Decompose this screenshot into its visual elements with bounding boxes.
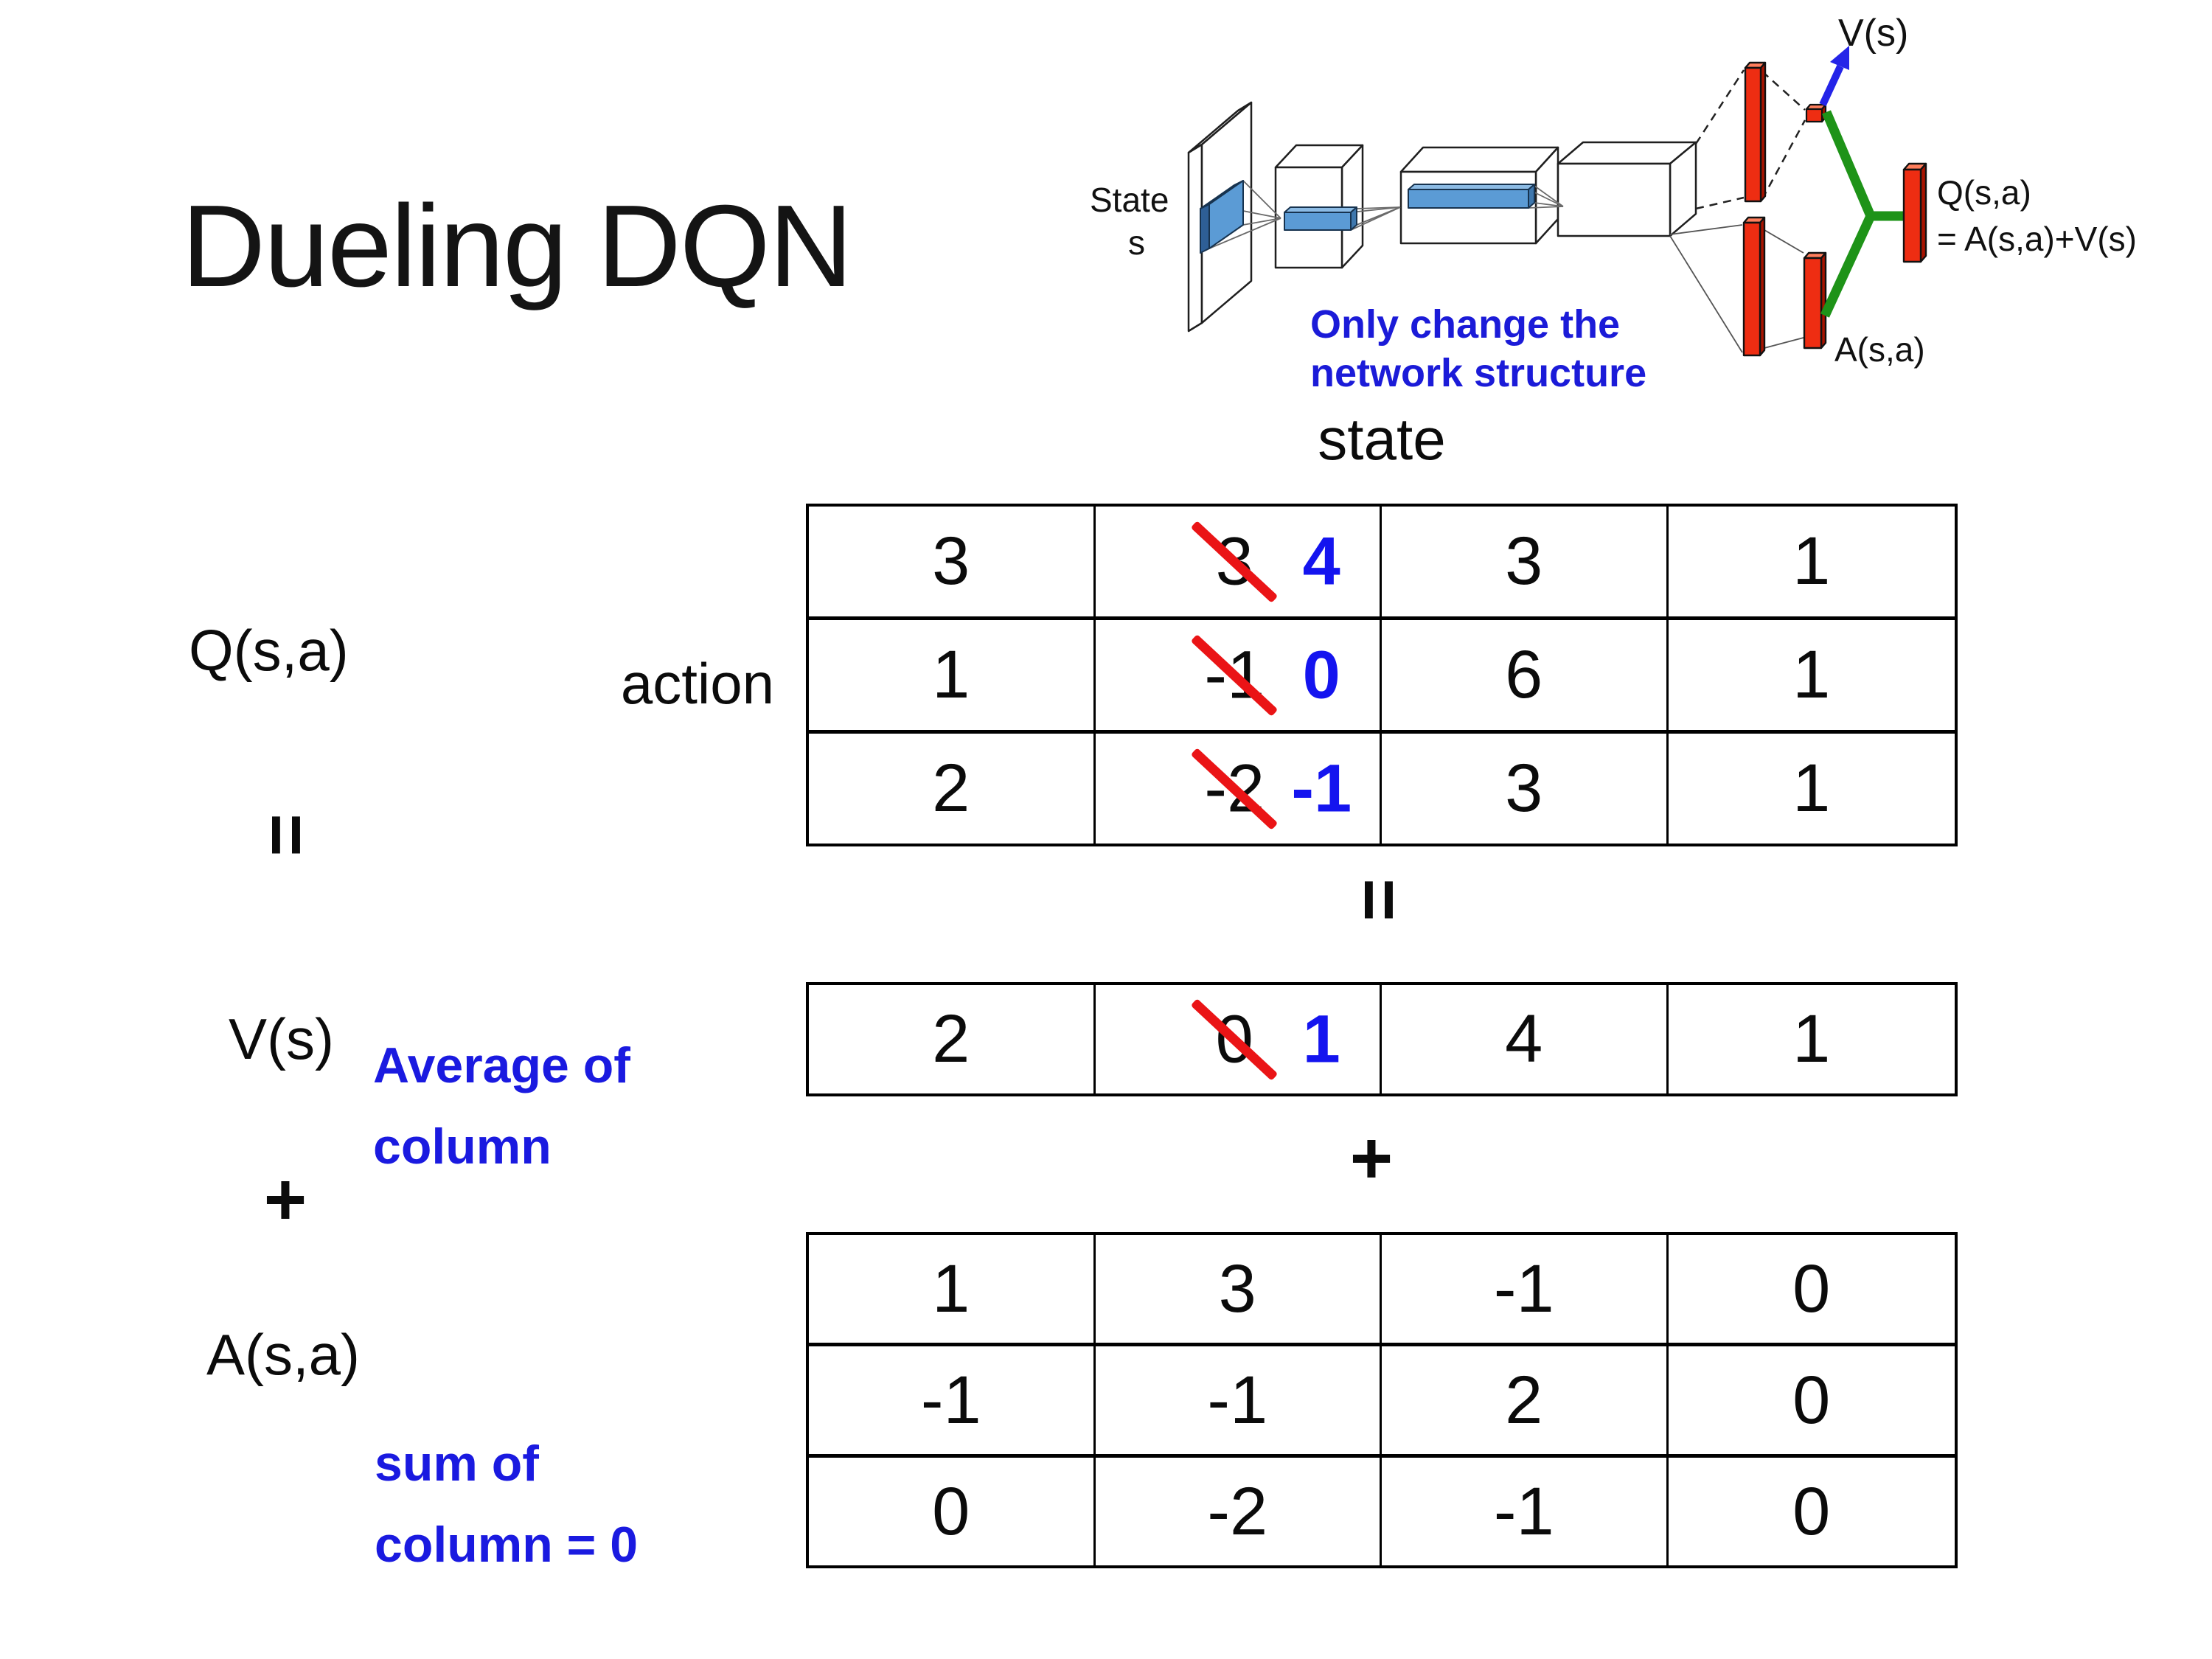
dueling-network-diagram: State s V(s) Q(s,a) = A(s,a)+V(s) A(s,a)…	[1090, 12, 2137, 395]
table-cell-revised: -1 0	[1095, 620, 1382, 734]
table-cell: 0	[1669, 1458, 1955, 1565]
feature-map-bar-1	[1284, 206, 1357, 231]
table-cell-revised: -2 -1	[1096, 734, 1382, 844]
new-value: 4	[1302, 524, 1340, 599]
q-output-label-line1: Q(s,a)	[1937, 173, 2031, 212]
new-value: 1	[1302, 1001, 1340, 1077]
aggregation-links	[1820, 110, 1904, 318]
cell-value: -2	[1207, 1473, 1268, 1549]
value-fc-bar	[1744, 61, 1767, 203]
table-cell: -1	[1382, 1235, 1669, 1346]
cell-value: -1	[1207, 1362, 1268, 1438]
cell-value: 6	[1505, 637, 1543, 712]
cell-value: 1	[1792, 524, 1831, 599]
cell-value: 0	[932, 1473, 970, 1549]
table-cell: 4	[1382, 985, 1669, 1093]
cell-value: 0	[1792, 1251, 1831, 1326]
new-value: -1	[1291, 751, 1352, 826]
cell-value: 0	[1792, 1362, 1831, 1438]
table-cell: 2	[1382, 1346, 1669, 1458]
cell-value: 1	[1792, 637, 1831, 712]
value-stream-dashed-lines	[1694, 69, 1806, 210]
value-arrow	[1819, 46, 1849, 107]
table-cell-revised: 3 4	[1095, 507, 1382, 620]
cell-value: 3	[1505, 524, 1543, 599]
table-cell: 2	[809, 985, 1096, 1093]
cell-value: 3	[1505, 751, 1543, 826]
table-cell: 1	[1668, 507, 1955, 620]
table-cell: 0	[809, 1458, 1096, 1565]
convolution-projection-lines	[1208, 180, 1564, 249]
new-value: 0	[1302, 637, 1340, 712]
advantage-output-bar	[1803, 251, 1827, 349]
slide-title: Dueling DQN	[181, 181, 853, 311]
plus-sign-center: +	[1349, 1116, 1394, 1200]
table-cell: -1	[1095, 1346, 1382, 1458]
equals-sign-center: =	[1338, 877, 1421, 922]
state-input-label-line2: s	[1128, 223, 1145, 262]
cell-value: 2	[932, 751, 970, 826]
table-cell: 3	[1382, 734, 1669, 844]
table-cell: 1	[809, 1235, 1096, 1346]
cell-value: 3	[932, 524, 970, 599]
table-cell: 1	[1668, 620, 1955, 734]
table-cell-revised: 0 1	[1096, 985, 1382, 1093]
q-output-label-line2: = A(s,a)+V(s)	[1937, 220, 2137, 258]
diagram-note-line1: Only change the	[1310, 302, 1620, 347]
cell-value: -1	[1493, 1473, 1554, 1549]
table-cell: 1	[809, 620, 1096, 734]
sum-of-column-note: sum of column = 0	[375, 1436, 639, 1573]
v-row-label: V(s)	[229, 1006, 334, 1071]
fc-projection-lines	[1669, 224, 1804, 353]
cell-value: 1	[932, 637, 970, 712]
diagram-note-line2: network structure	[1310, 351, 1646, 395]
q-matrix-label: Q(s,a)	[189, 618, 349, 683]
table-cell: 1	[1669, 985, 1955, 1093]
equals-sign-left: =	[245, 813, 328, 857]
cell-value: 4	[1505, 1001, 1543, 1077]
cell-value: 3	[1218, 1251, 1256, 1326]
a-matrix-label: A(s,a)	[206, 1322, 361, 1387]
table-cell: 3	[1095, 1235, 1382, 1346]
value-output-label: V(s)	[1838, 12, 1908, 55]
table-cell: -2	[1096, 1458, 1382, 1565]
q-output-bar	[1902, 162, 1927, 263]
value-output-node	[1805, 103, 1827, 123]
table-cell: 3	[1382, 507, 1669, 620]
conv-filter-patch	[1200, 180, 1244, 254]
cell-value: 2	[1505, 1362, 1543, 1438]
table-cell: -1	[1382, 1458, 1669, 1565]
average-of-column-note: Average of column	[373, 1037, 630, 1175]
cell-value: 1	[1792, 1001, 1831, 1077]
cell-value: -1	[1493, 1251, 1554, 1326]
a-table: 1 3 -1 0 -1 -1 2 0 0 -2 -1 0	[806, 1232, 1958, 1568]
feature-map-bar-2	[1408, 184, 1535, 209]
advantage-output-label: A(s,a)	[1834, 330, 1925, 369]
v-table: 2 0 1 4 1	[806, 982, 1958, 1096]
cell-value: -1	[920, 1362, 981, 1438]
table-cell: 2	[809, 734, 1096, 844]
advantage-fc-bar	[1742, 216, 1766, 357]
cell-value: 1	[1792, 751, 1831, 826]
q-table: 3 3 4 3 1 1 -1 0 6 1 2 -2 -1 3 1	[806, 504, 1958, 846]
table-cell: 1	[1669, 734, 1955, 844]
table-cell: -1	[809, 1346, 1096, 1458]
table-cell: 0	[1668, 1235, 1955, 1346]
action-axis-label: action	[620, 651, 774, 716]
table-cell: 3	[809, 507, 1096, 620]
cell-value: 1	[932, 1251, 970, 1326]
conv-layer-cube-3	[1557, 141, 1697, 237]
table-cell: 0	[1668, 1346, 1955, 1458]
table-cell: 6	[1382, 620, 1669, 734]
cell-value: 0	[1792, 1473, 1831, 1549]
state-input-label-line1: State	[1090, 181, 1169, 219]
cell-value: 2	[932, 1001, 970, 1077]
state-axis-label: state	[1318, 406, 1446, 472]
plus-sign-left: +	[263, 1158, 307, 1241]
